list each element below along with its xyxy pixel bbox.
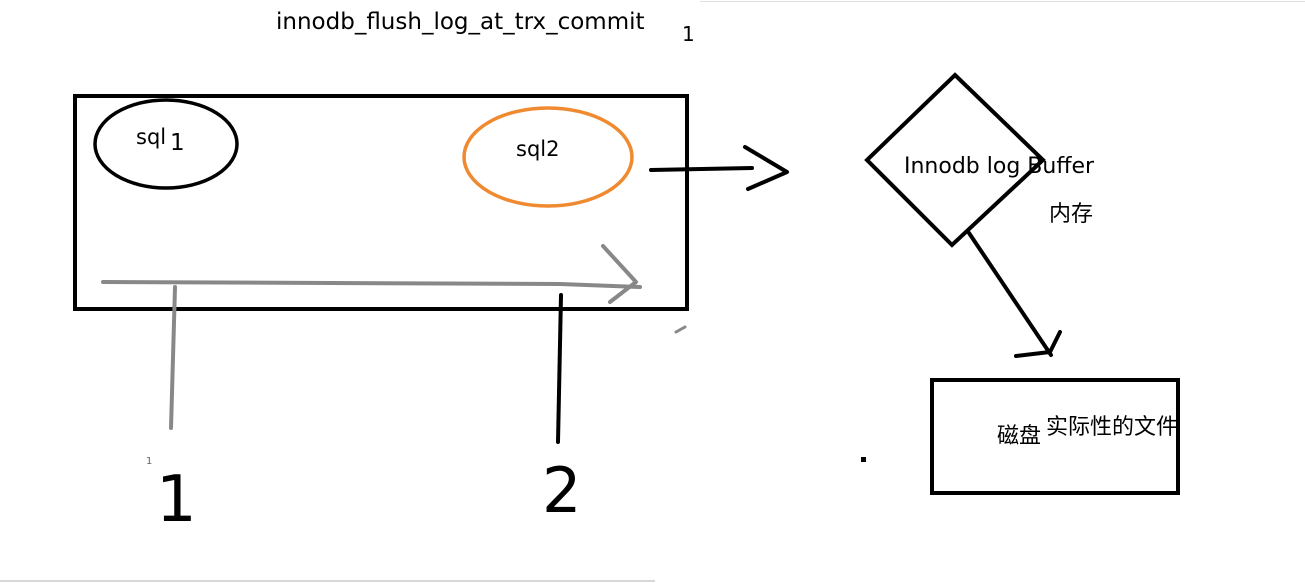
top-divider [700, 1, 1305, 2]
flush-disk-arrow [967, 231, 1053, 357]
timeline-arrow [101, 280, 642, 289]
sql1-label: sql [136, 125, 167, 149]
step-2-label: 2 [542, 454, 582, 527]
file-label: 实际性的文件 [1046, 415, 1179, 440]
sql2-ellipse [462, 106, 634, 208]
step2-pointer [556, 293, 563, 444]
flush-disk-arrowhead [1014, 330, 1062, 358]
step-1-label: 1 [156, 463, 197, 537]
sql1-subscript: 1 [170, 130, 185, 156]
stray-mark [674, 325, 687, 334]
write-buffer-arrow [649, 166, 754, 172]
write-buffer-arrowhead [743, 145, 789, 191]
sql1-ellipse [93, 98, 239, 190]
log-buffer-diamond [864, 72, 1046, 248]
step1-pointer [169, 285, 177, 430]
transaction-box [73, 94, 689, 311]
stray-dot [861, 457, 866, 462]
small-step-mark: 1 [146, 456, 153, 467]
disk-box [930, 378, 1180, 495]
sql2-label: sql2 [516, 137, 560, 161]
diagram-title: innodb_flush_log_at_trx_commit [276, 9, 645, 35]
bottom-divider [0, 580, 655, 582]
timeline-arrowhead [601, 244, 638, 304]
title-value: 1 [682, 22, 695, 46]
log-buffer-label: Innodb log Buffer [904, 154, 1095, 179]
disk-label: 磁盘 [997, 424, 1042, 449]
memory-label: 内存 [1049, 202, 1094, 227]
